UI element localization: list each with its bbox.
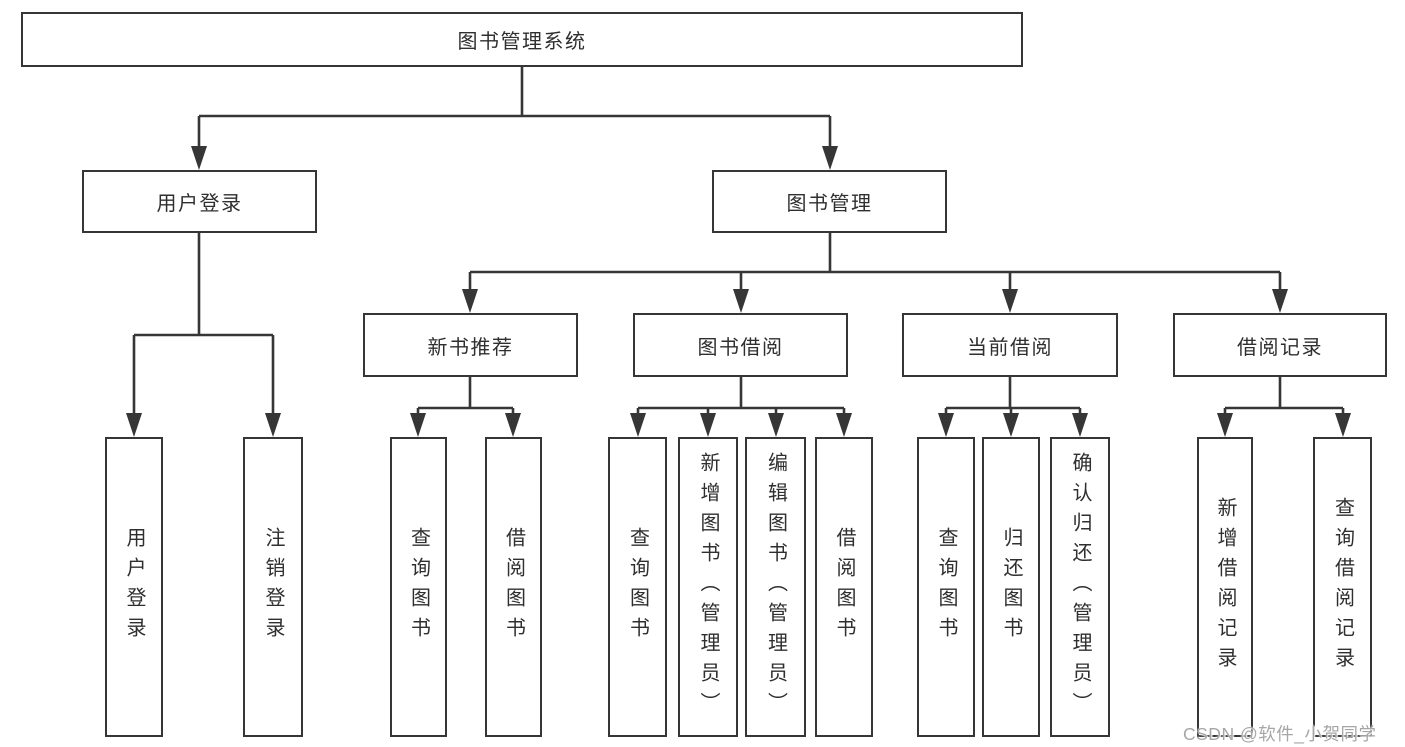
node-current-borrow-label: 当前借阅 <box>967 336 1053 359</box>
node-book-management-module: 图书管理 <box>712 170 947 233</box>
leaf-borrow-books-recommend: 借阅图书 <box>485 437 542 737</box>
leaf-query-books-recommend: 查询图书 <box>390 437 447 737</box>
node-new-book-recommend: 新书推荐 <box>363 313 578 377</box>
leaf-query-borrow-record-label: 查询借阅记录 <box>1331 497 1354 677</box>
node-current-borrow: 当前借阅 <box>902 313 1118 377</box>
arrowheads <box>126 146 1351 437</box>
leaf-confirm-return-admin: 确认归还（管理员） <box>1050 437 1110 737</box>
node-user-login-module: 用户登录 <box>82 170 317 233</box>
leaf-logout: 注销登录 <box>243 437 303 737</box>
leaf-borrow-books-recommend-label: 借阅图书 <box>502 527 525 647</box>
node-root-label: 图书管理系统 <box>457 31 587 53</box>
node-new-book-recommend-label: 新书推荐 <box>427 336 514 359</box>
leaf-query-borrow-record: 查询借阅记录 <box>1313 437 1372 737</box>
leaf-add-books-admin: 新增图书（管理员） <box>678 437 738 737</box>
node-book-borrow: 图书借阅 <box>633 313 848 377</box>
node-root-system: 图书管理系统 <box>21 12 1023 67</box>
leaf-return-books: 归还图书 <box>982 437 1040 737</box>
node-user-login-label: 用户登录 <box>156 193 243 215</box>
leaf-query-books-current-label: 查询图书 <box>935 527 957 647</box>
leaf-add-borrow-record: 新增借阅记录 <box>1197 437 1253 737</box>
leaf-add-books-admin-label: 新增图书（管理员） <box>697 452 719 722</box>
leaf-borrow-books: 借阅图书 <box>815 437 873 737</box>
leaf-return-books-label: 归还图书 <box>1000 527 1022 647</box>
node-book-borrow-label: 图书借阅 <box>697 336 784 359</box>
node-book-management-label: 图书管理 <box>786 193 873 215</box>
leaf-user-login: 用户登录 <box>105 437 163 737</box>
leaf-edit-books-admin: 编辑图书（管理员） <box>745 437 806 737</box>
leaf-query-books-recommend-label: 查询图书 <box>407 527 430 647</box>
leaf-logout-label: 注销登录 <box>262 527 284 647</box>
leaf-edit-books-admin-label: 编辑图书（管理员） <box>764 452 787 722</box>
leaf-confirm-return-admin-label: 确认归还（管理员） <box>1069 452 1091 722</box>
node-borrow-records-label: 借阅记录 <box>1237 336 1323 359</box>
node-borrow-records: 借阅记录 <box>1173 313 1387 377</box>
watermark: CSDN @软件_小贺同学 <box>1183 724 1377 744</box>
leaf-add-borrow-record-label: 新增借阅记录 <box>1214 497 1236 677</box>
leaf-query-books-current: 查询图书 <box>917 437 975 737</box>
leaf-query-books-borrow-label: 查询图书 <box>626 527 649 647</box>
leaf-query-books-borrow: 查询图书 <box>608 437 667 737</box>
leaf-user-login-label: 用户登录 <box>123 527 145 647</box>
leaf-borrow-books-label: 借阅图书 <box>833 527 855 647</box>
